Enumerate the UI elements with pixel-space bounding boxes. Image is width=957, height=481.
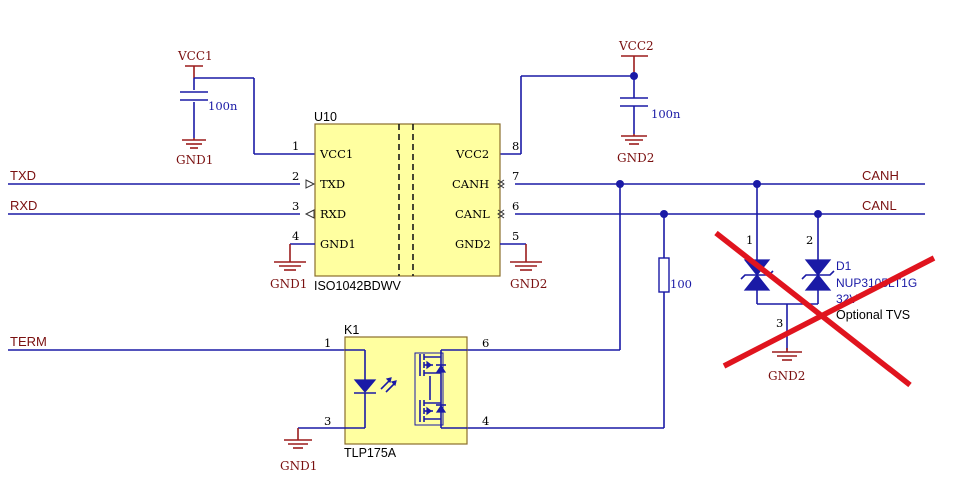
gnd2-label-c2: GND2 bbox=[617, 151, 654, 165]
u10-pin5-num: 5 bbox=[512, 229, 519, 243]
k1-part: TLP175A bbox=[344, 446, 397, 460]
net-label-txd: TXD bbox=[10, 168, 36, 183]
u10-pin1-name: VCC1 bbox=[319, 147, 353, 161]
u10-pin1-num: 1 bbox=[292, 139, 299, 153]
u10-designator: U10 bbox=[314, 110, 337, 124]
gnd1-label-u10: GND1 bbox=[270, 277, 307, 291]
d1-designator: D1 bbox=[836, 259, 852, 273]
gnd1-symbol-k1: GND1 bbox=[280, 427, 345, 473]
gnd1-symbol-u10: GND1 bbox=[270, 244, 307, 291]
k1-pin3-num: 3 bbox=[324, 414, 331, 428]
net-label-canh: CANH bbox=[862, 168, 899, 183]
gnd2-symbol-u10: GND2 bbox=[510, 244, 547, 291]
u10-pin8-num: 8 bbox=[512, 139, 519, 153]
k1-designator: K1 bbox=[344, 323, 359, 337]
u10-pin7-num: 7 bbox=[512, 169, 519, 183]
gnd2-symbol-c2: GND2 bbox=[617, 134, 654, 165]
strike-through-mark bbox=[714, 230, 936, 388]
relay-k1: K1 TLP175A 1 3 6 4 bbox=[324, 323, 489, 460]
can-tap-wiring bbox=[467, 180, 668, 429]
u10-pin3-num: 3 bbox=[292, 199, 299, 213]
u10-pin5-name: GND2 bbox=[455, 237, 491, 251]
net-label-term: TERM bbox=[10, 334, 47, 349]
k1-pin6-num: 6 bbox=[482, 336, 489, 350]
d1-pin3-num: 3 bbox=[776, 316, 783, 330]
net-txd: TXD bbox=[8, 168, 300, 185]
resistor-value: 100 bbox=[670, 277, 692, 291]
c2-value: 100n bbox=[651, 107, 681, 121]
net-rxd: RXD bbox=[8, 198, 300, 215]
vcc2-wiring: VCC2 bbox=[500, 39, 654, 155]
net-term: TERM bbox=[8, 334, 345, 351]
capacitor-c1: 100n bbox=[180, 91, 238, 113]
vcc2-label: VCC2 bbox=[618, 39, 654, 53]
c1-value: 100n bbox=[208, 99, 238, 113]
k1-pin4-num: 4 bbox=[482, 414, 489, 428]
u10-pin7-name: CANH bbox=[452, 177, 489, 191]
net-canh: CANH bbox=[515, 168, 925, 185]
d1-pin2-num: 2 bbox=[806, 233, 813, 247]
u10-part: ISO1042BDWV bbox=[314, 279, 402, 293]
u10-pin2-name: TXD bbox=[320, 177, 345, 191]
u10-pin8-name: VCC2 bbox=[455, 147, 489, 161]
gnd1-symbol-c1: GND1 bbox=[176, 138, 213, 167]
d1-pin1-num: 1 bbox=[746, 233, 753, 247]
u10-pin6-name: CANL bbox=[455, 207, 490, 221]
tvs-diode-d1: 1 2 3 D1 NUP3105LT1G 32V Optional TVS bbox=[740, 180, 917, 350]
net-label-canl: CANL bbox=[862, 198, 897, 213]
vcc1-wiring: VCC1 bbox=[177, 49, 315, 155]
net-label-rxd: RXD bbox=[10, 198, 37, 213]
u10-pin4-num: 4 bbox=[292, 229, 299, 243]
resistor-termination: 100 bbox=[658, 257, 692, 293]
u10-pin2-num: 2 bbox=[292, 169, 299, 183]
gnd2-symbol-d1: GND2 bbox=[768, 348, 805, 383]
light-emission-icon bbox=[380, 377, 397, 393]
net-canl: CANL bbox=[515, 198, 925, 215]
gnd1-label-c1: GND1 bbox=[176, 153, 213, 167]
d1-note: Optional TVS bbox=[836, 308, 910, 322]
gnd2-label-u10: GND2 bbox=[510, 277, 547, 291]
vcc1-label: VCC1 bbox=[177, 49, 213, 63]
k1-pin1-num: 1 bbox=[324, 336, 331, 350]
u10-pin6-num: 6 bbox=[512, 199, 519, 213]
u10-pin4-name: GND1 bbox=[320, 237, 356, 251]
ic-u10: U10 ISO1042BDWV 1 2 3 4 VCC1 TXD RXD GND… bbox=[290, 110, 526, 293]
capacitor-c2: 100n bbox=[620, 97, 681, 121]
gnd2-label-d1: GND2 bbox=[768, 369, 805, 383]
u10-pin3-name: RXD bbox=[320, 207, 346, 221]
gnd1-label-k1: GND1 bbox=[280, 459, 317, 473]
